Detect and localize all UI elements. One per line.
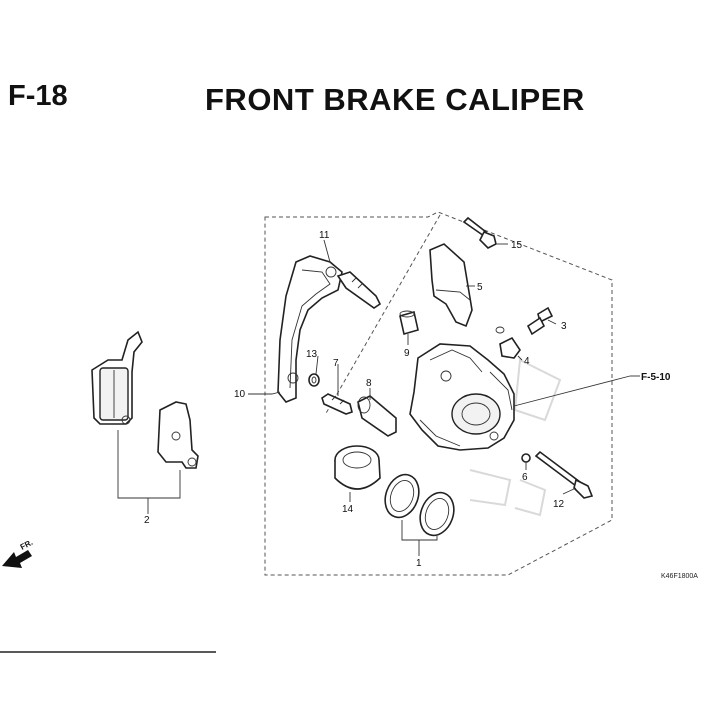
watermark: [469, 358, 562, 517]
bracket-pin-bolt: [336, 271, 382, 309]
direction-label: FR.: [19, 538, 35, 552]
label-11: 11: [319, 230, 330, 241]
label-15: 15: [511, 240, 523, 251]
label-1: 1: [416, 558, 422, 569]
label-12: 12: [553, 499, 565, 510]
pin-plug: [521, 453, 531, 463]
diagram-code: K46F1800A: [661, 573, 698, 580]
label-3: 3: [561, 321, 567, 332]
caliper-body: [409, 343, 515, 451]
washer: [308, 373, 320, 387]
label-14: 14: [342, 504, 354, 515]
brake-pad-inner: [157, 401, 199, 469]
pad-pin: [534, 450, 594, 499]
front-direction-arrow: FR.: [2, 538, 34, 568]
arrow-icon: [2, 550, 32, 568]
pin-sleeve: [357, 395, 397, 437]
bleeder-screw: [526, 306, 554, 336]
pin-boot: [399, 310, 419, 336]
brake-pad-outer: [91, 330, 143, 425]
pad-spring: [429, 243, 473, 328]
label-9: 9: [404, 348, 410, 359]
leader-lines: [117, 239, 640, 556]
page-title: FRONT BRAKE CALIPER: [205, 82, 585, 117]
assembly-boundary: [264, 211, 613, 576]
label-8: 8: [366, 378, 372, 389]
label-5: 5: [477, 282, 483, 293]
part-labels: 11 15 5 3 4 9 13 7 8 10 6 12 14 1 2 F-5-…: [144, 230, 671, 569]
label-2: 2: [144, 515, 150, 526]
caliper-bracket: [277, 255, 343, 403]
piston-seal-set: [384, 473, 455, 537]
mounting-bolt: [462, 216, 497, 249]
label-13: 13: [306, 349, 318, 360]
section-code: F-18: [8, 80, 68, 112]
bleeder-cap: [495, 326, 521, 359]
piston: [334, 445, 381, 490]
slide-pin: [321, 393, 353, 415]
label-7: 7: [333, 358, 339, 369]
label-6: 6: [522, 472, 528, 483]
label-4: 4: [524, 356, 530, 367]
reference-label: F-5-10: [641, 372, 671, 383]
label-10: 10: [234, 389, 246, 400]
